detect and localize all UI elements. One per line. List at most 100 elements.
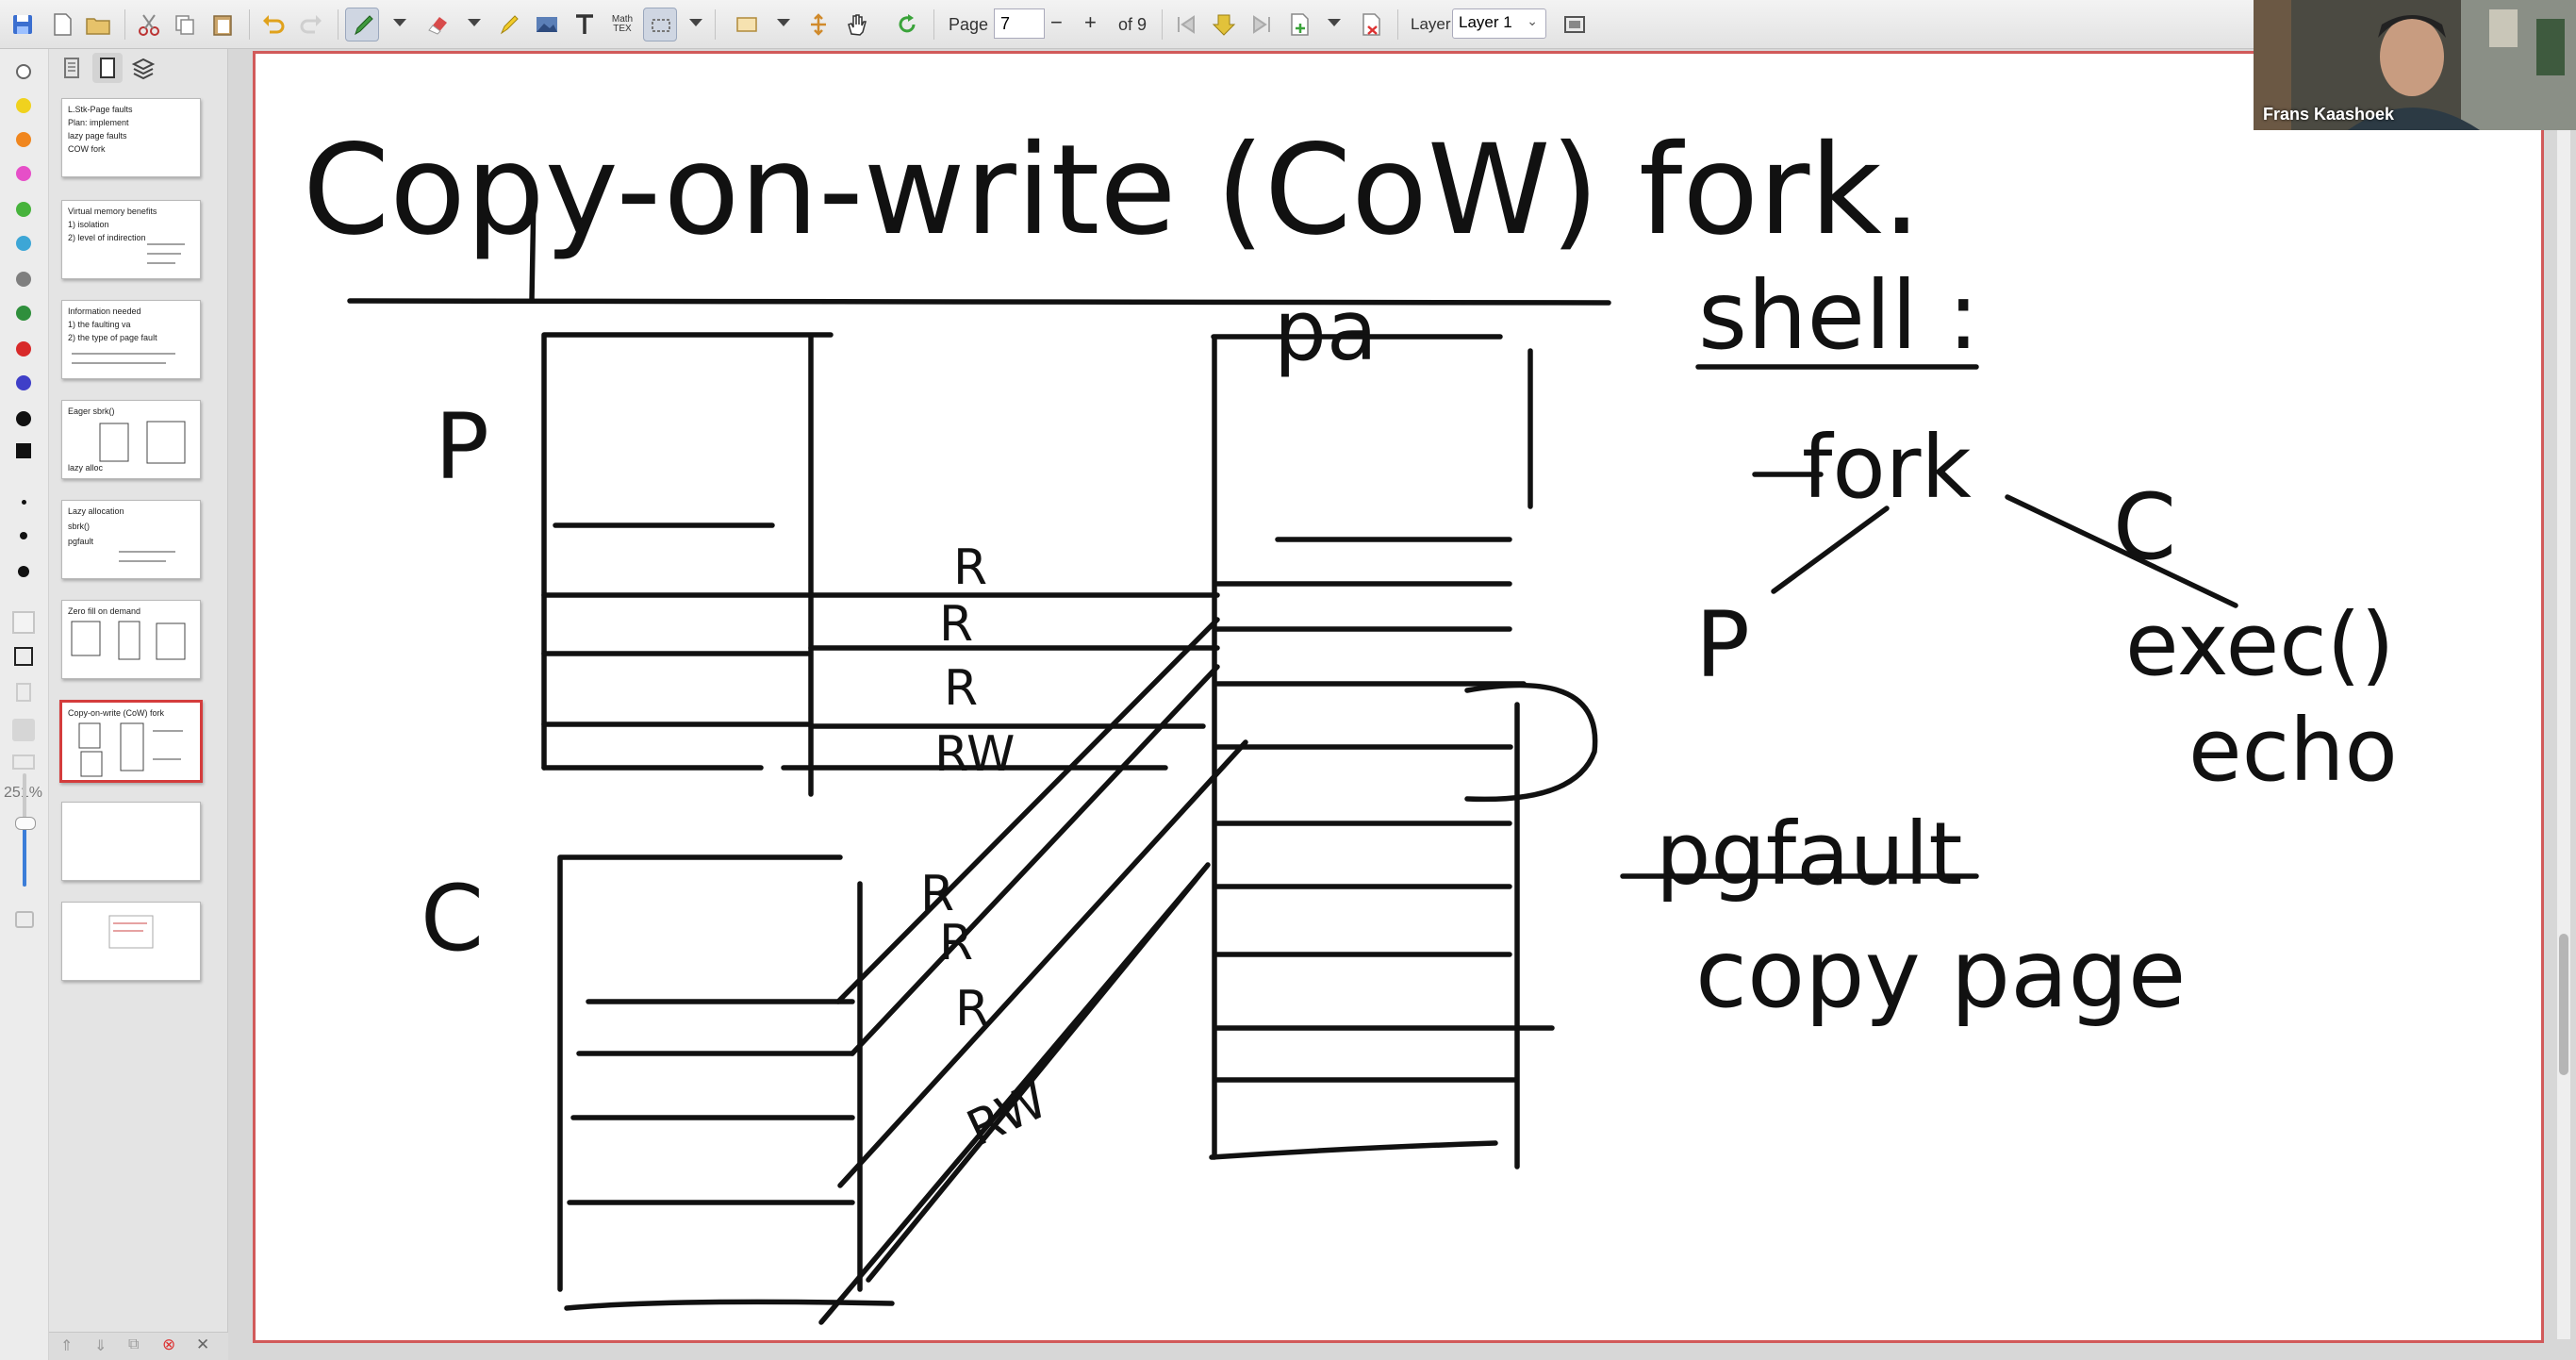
zoom-slider-fill: [23, 821, 26, 887]
color-black-swatch[interactable]: [16, 411, 31, 426]
physical-memory-pages: [1214, 537, 1555, 1083]
title-divider: [529, 191, 537, 304]
svg-text:1) the faulting va: 1) the faulting va: [68, 320, 131, 329]
add-page-options-dropdown[interactable]: [1328, 19, 1341, 26]
pen-icon[interactable]: [345, 8, 379, 41]
move-page-down-icon[interactable]: ⇓: [94, 1338, 107, 1354]
tex-label: TEX: [613, 24, 632, 34]
fork-tree-edges: [1771, 494, 2238, 608]
shell-child-label: C: [2113, 474, 2176, 580]
delete-page-footer-icon[interactable]: ⊗: [162, 1335, 176, 1353]
eraser-icon[interactable]: [421, 8, 454, 41]
add-page-icon[interactable]: [1282, 8, 1316, 41]
vertical-scrollbar-thumb[interactable]: [2559, 934, 2568, 1075]
child-page-table: [557, 854, 895, 1311]
page-thumbnail-9[interactable]: [61, 902, 201, 981]
color-gray-swatch[interactable]: [16, 272, 31, 287]
layers-view-icon[interactable]: [128, 53, 158, 83]
color-green-swatch[interactable]: [16, 202, 31, 217]
pen-options-dropdown[interactable]: [393, 19, 406, 26]
select-options-dropdown[interactable]: [689, 19, 702, 26]
delete-page-icon[interactable]: [1354, 8, 1388, 41]
color-lightblue-swatch[interactable]: [16, 236, 31, 251]
page-thumbnail-6[interactable]: Zero fill on demand: [61, 600, 201, 679]
minimize-icon[interactable]: [12, 755, 35, 770]
shape-options-dropdown[interactable]: [777, 19, 790, 26]
undo-icon[interactable]: [256, 8, 290, 41]
page-decrement-button[interactable]: −: [1050, 10, 1063, 34]
presentation-icon[interactable]: [12, 719, 35, 741]
color-blue-swatch[interactable]: [16, 375, 31, 390]
layer-select[interactable]: Layer 1 ⌄: [1452, 8, 1546, 39]
latex-icon[interactable]: Math TEX: [605, 8, 639, 41]
slide-drawing[interactable]: Copy-on-write (CoW) fork. P C pa R R R R…: [256, 54, 2541, 1340]
color-magenta-swatch[interactable]: [16, 166, 31, 181]
cut-icon[interactable]: [132, 8, 166, 41]
open-icon[interactable]: [81, 8, 115, 41]
frame-icon[interactable]: [14, 647, 33, 666]
page-background-icon[interactable]: [12, 611, 35, 634]
parent-pte-read-only-label: R: [939, 596, 973, 653]
math-label: Math: [611, 14, 634, 25]
lock-icon[interactable]: [15, 911, 34, 928]
svg-text:lazy page faults: lazy page faults: [68, 131, 127, 141]
shape-icon[interactable]: [730, 8, 764, 41]
hand-icon[interactable]: [839, 8, 873, 41]
zoom-slider-handle[interactable]: [15, 817, 36, 830]
page-canvas[interactable]: Copy-on-write (CoW) fork. P C pa R R R R…: [253, 51, 2544, 1343]
first-page-icon[interactable]: [1169, 8, 1203, 41]
svg-text:2) the type of page fault: 2) the type of page fault: [68, 333, 157, 342]
clipboard-icon[interactable]: [16, 683, 31, 702]
page-thumbnail-7[interactable]: Copy-on-write (CoW) fork: [59, 700, 203, 783]
page-fault-pointer: [1464, 682, 1598, 803]
thickness-medium-icon[interactable]: [20, 532, 27, 539]
text-icon[interactable]: [568, 8, 602, 41]
vertical-scrollbar[interactable]: [2557, 51, 2570, 1339]
image-icon[interactable]: [530, 8, 564, 41]
duplicate-page-icon[interactable]: ⧉: [128, 1336, 140, 1352]
page-total: of 9: [1118, 15, 1148, 34]
color-yellow-swatch[interactable]: [16, 98, 31, 113]
refresh-icon[interactable]: [890, 8, 924, 41]
next-page-icon[interactable]: [1245, 8, 1279, 41]
color-white-swatch[interactable]: [16, 64, 31, 79]
move-page-up-icon[interactable]: ⇑: [60, 1338, 74, 1354]
fullscreen-icon[interactable]: [1558, 8, 1592, 41]
paste-icon[interactable]: [206, 8, 239, 41]
thumbnail-view-icon[interactable]: [92, 53, 123, 83]
child-label: C: [421, 866, 484, 971]
copy-icon[interactable]: [168, 8, 202, 41]
participant-video[interactable]: Frans Kaashoek: [2254, 0, 2576, 130]
page-number-input[interactable]: [994, 8, 1045, 39]
physical-memory-column: [1209, 334, 1533, 1169]
color-darkgreen-swatch[interactable]: [16, 306, 31, 321]
select-icon[interactable]: [643, 8, 677, 41]
color-red-swatch[interactable]: [16, 341, 31, 357]
save-icon[interactable]: [6, 8, 40, 41]
highlighter-icon[interactable]: [492, 8, 526, 41]
color-orange-swatch[interactable]: [16, 132, 31, 147]
fill-square-icon[interactable]: [16, 443, 31, 458]
eraser-options-dropdown[interactable]: [468, 19, 481, 26]
redo-icon[interactable]: [294, 8, 328, 41]
page-thumbnail-8[interactable]: [61, 802, 201, 881]
page-label: Page: [949, 15, 989, 34]
shell-exec-label: exec(): [2125, 594, 2395, 695]
child-pte-read-only-label: R: [920, 866, 954, 922]
thickness-fine-icon[interactable]: [22, 500, 26, 505]
close-icon[interactable]: ✕: [196, 1335, 210, 1353]
child-pte-read-only-label: R: [939, 915, 973, 971]
vertical-space-icon[interactable]: [801, 8, 835, 41]
page-thumbnail-4[interactable]: Eager sbrk()lazy alloc: [61, 400, 201, 479]
child-pte-read-only-label: R: [955, 981, 989, 1037]
thickness-thick-icon[interactable]: [18, 566, 29, 577]
outline-view-icon[interactable]: [57, 53, 87, 83]
prev-page-icon[interactable]: [1207, 8, 1241, 41]
new-icon[interactable]: [45, 8, 79, 41]
toolbar-separator: [249, 9, 250, 40]
page-increment-button[interactable]: +: [1084, 10, 1097, 34]
